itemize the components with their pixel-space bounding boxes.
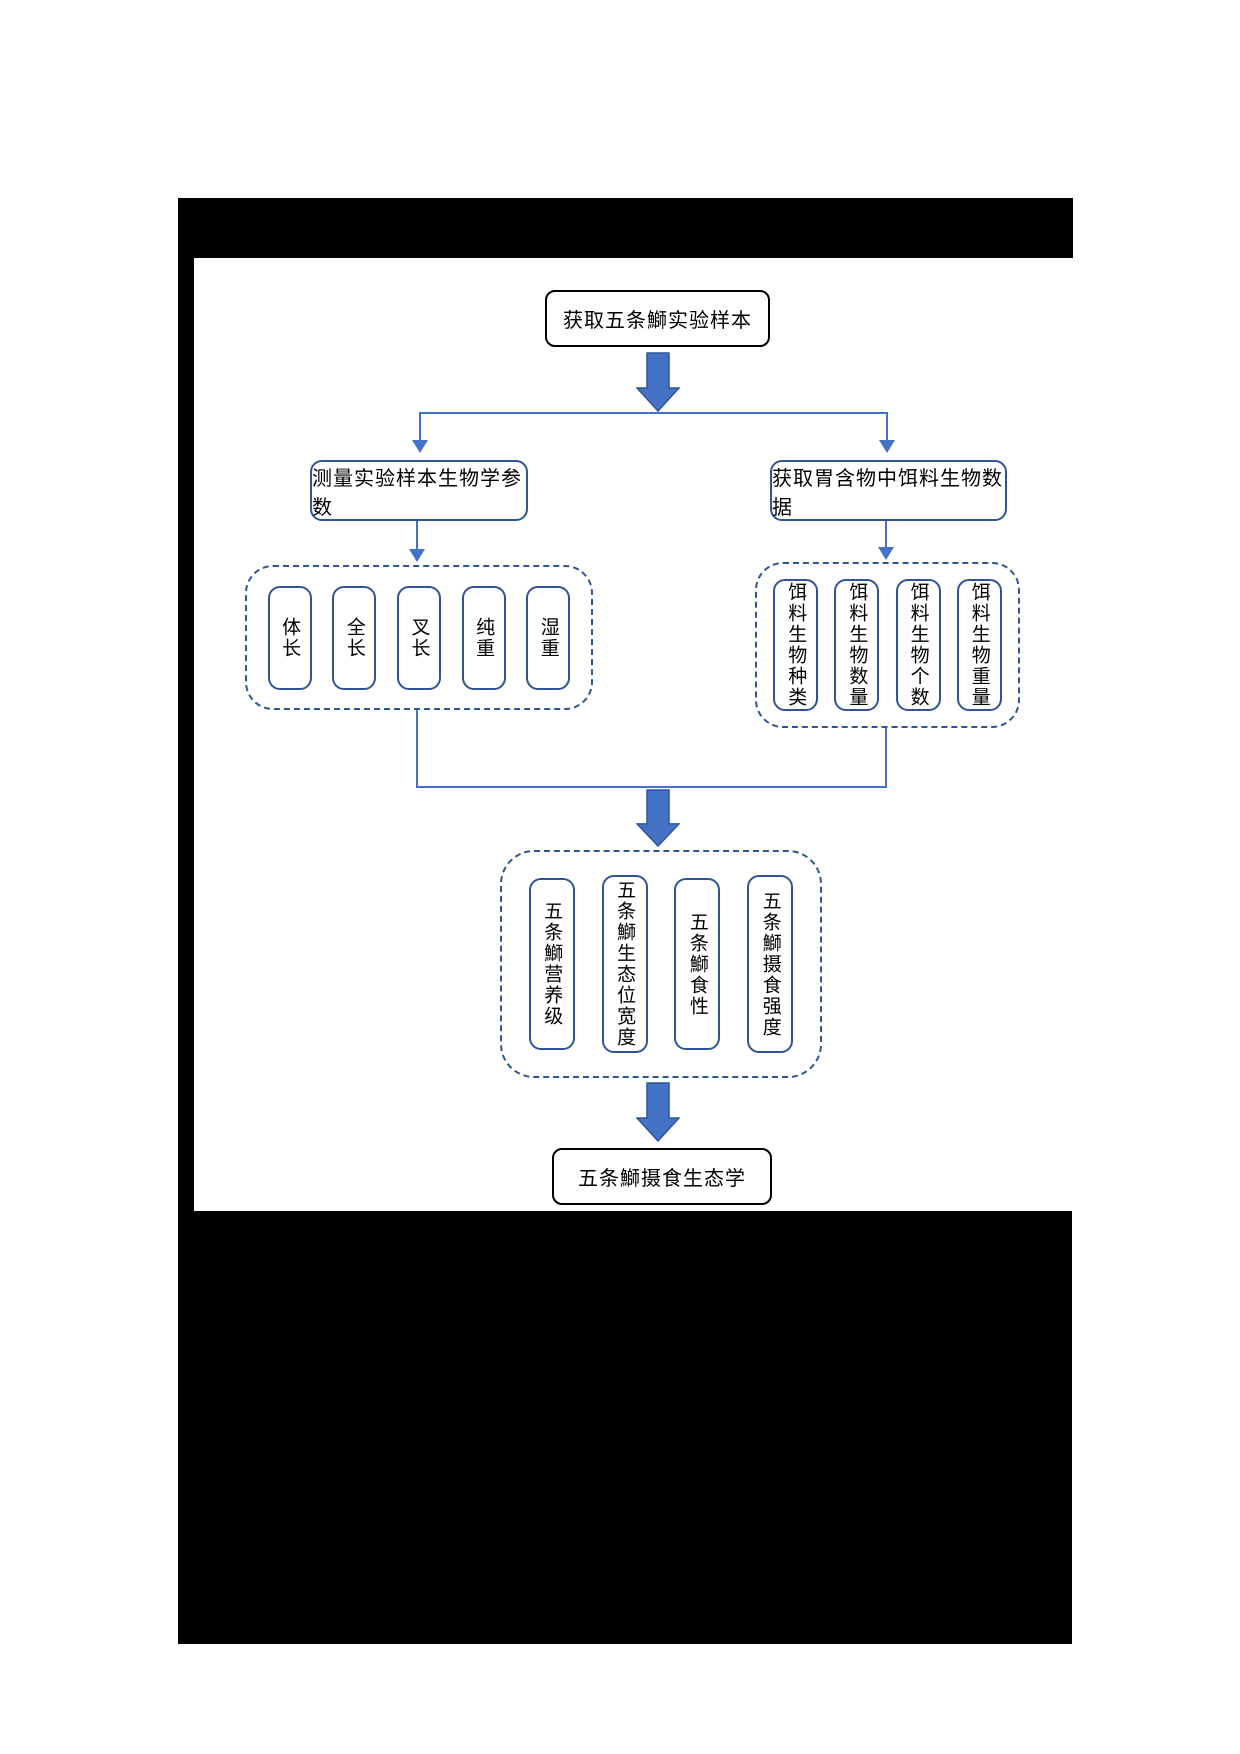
param-node-prey-weight: 饵料生物重量 bbox=[956, 579, 1002, 711]
down-block-arrow-icon bbox=[636, 352, 680, 412]
right-group-arrowhead-icon bbox=[878, 547, 894, 560]
param-node-net-weight: 纯重 bbox=[461, 585, 506, 690]
right-group-stub bbox=[885, 521, 887, 547]
flow-node-feeding-ecology: 五条鰤摄食生态学 bbox=[552, 1148, 772, 1205]
flow-node-measure-bio-params: 测量实验样本生物学参数 bbox=[310, 460, 528, 521]
param-node-label: 叉长 bbox=[408, 616, 431, 659]
param-node-wet-weight: 湿重 bbox=[526, 585, 571, 690]
branch-left-stub bbox=[419, 412, 421, 440]
result-node-trophic-level: 五条鰤营养级 bbox=[528, 878, 575, 1050]
branch-right-stub bbox=[886, 412, 888, 440]
group-bio-params: 体长 全长 叉长 纯重 湿重 bbox=[245, 565, 593, 710]
converge-horizontal-line bbox=[416, 786, 887, 788]
branch-left-arrowhead-icon bbox=[412, 440, 428, 453]
redacted-header-block bbox=[178, 198, 1073, 258]
left-group-arrowhead-icon bbox=[409, 549, 425, 562]
result-node-label: 五条鰤营养级 bbox=[541, 901, 564, 1027]
result-node-label: 五条鰤生态位宽度 bbox=[614, 880, 637, 1048]
flow-node-obtain-samples: 获取五条鰤实验样本 bbox=[545, 290, 770, 347]
group-feeding-ecology-indices: 五条鰤营养级 五条鰤生态位宽度 五条鰤食性 五条鰤摄食强度 bbox=[500, 850, 822, 1078]
param-node-body-length: 体长 bbox=[267, 585, 312, 690]
flow-node-obtain-prey-data-label: 获取胃含物中饵料生物数据 bbox=[772, 465, 1003, 519]
flow-node-obtain-prey-data: 获取胃含物中饵料生物数据 bbox=[770, 460, 1007, 521]
result-node-label: 五条鰤摄食强度 bbox=[759, 890, 782, 1038]
branch-right-arrowhead-icon bbox=[879, 440, 895, 453]
branch-connector-line bbox=[419, 412, 888, 414]
redacted-caption-block bbox=[178, 1211, 1072, 1644]
param-node-prey-count: 饵料生物个数 bbox=[895, 579, 941, 711]
flow-node-measure-bio-params-label: 测量实验样本生物学参数 bbox=[312, 465, 522, 519]
param-node-label: 饵料生物个数 bbox=[907, 582, 930, 708]
down-block-arrow-icon bbox=[636, 789, 680, 847]
param-node-label: 饵料生物数量 bbox=[846, 582, 869, 708]
converge-right-line bbox=[885, 728, 887, 788]
param-node-label: 饵料生物种类 bbox=[785, 582, 808, 708]
down-block-arrow-icon bbox=[636, 1082, 680, 1142]
flow-node-obtain-samples-label: 获取五条鰤实验样本 bbox=[563, 308, 752, 332]
param-node-label: 饵料生物重量 bbox=[968, 582, 991, 708]
result-node-feeding-intensity: 五条鰤摄食强度 bbox=[747, 875, 794, 1053]
result-node-label: 五条鰤食性 bbox=[686, 911, 709, 1017]
left-group-stub bbox=[416, 521, 418, 549]
result-node-niche-breadth: 五条鰤生态位宽度 bbox=[601, 875, 648, 1053]
converge-left-line bbox=[416, 710, 418, 788]
param-node-prey-species: 饵料生物种类 bbox=[773, 579, 819, 711]
param-node-label: 纯重 bbox=[473, 616, 496, 659]
param-node-total-length: 全长 bbox=[332, 585, 377, 690]
result-node-feeding-habit: 五条鰤食性 bbox=[674, 878, 721, 1050]
flow-node-feeding-ecology-label: 五条鰤摄食生态学 bbox=[578, 1166, 746, 1190]
param-node-fork-length: 叉长 bbox=[396, 585, 441, 690]
redacted-left-border-strip bbox=[178, 258, 194, 1211]
param-node-label: 全长 bbox=[343, 616, 366, 659]
param-node-prey-quantity: 饵料生物数量 bbox=[834, 579, 880, 711]
param-node-label: 湿重 bbox=[537, 616, 560, 659]
param-node-label: 体长 bbox=[279, 616, 302, 659]
group-prey-data: 饵料生物种类 饵料生物数量 饵料生物个数 饵料生物重量 bbox=[755, 562, 1020, 728]
